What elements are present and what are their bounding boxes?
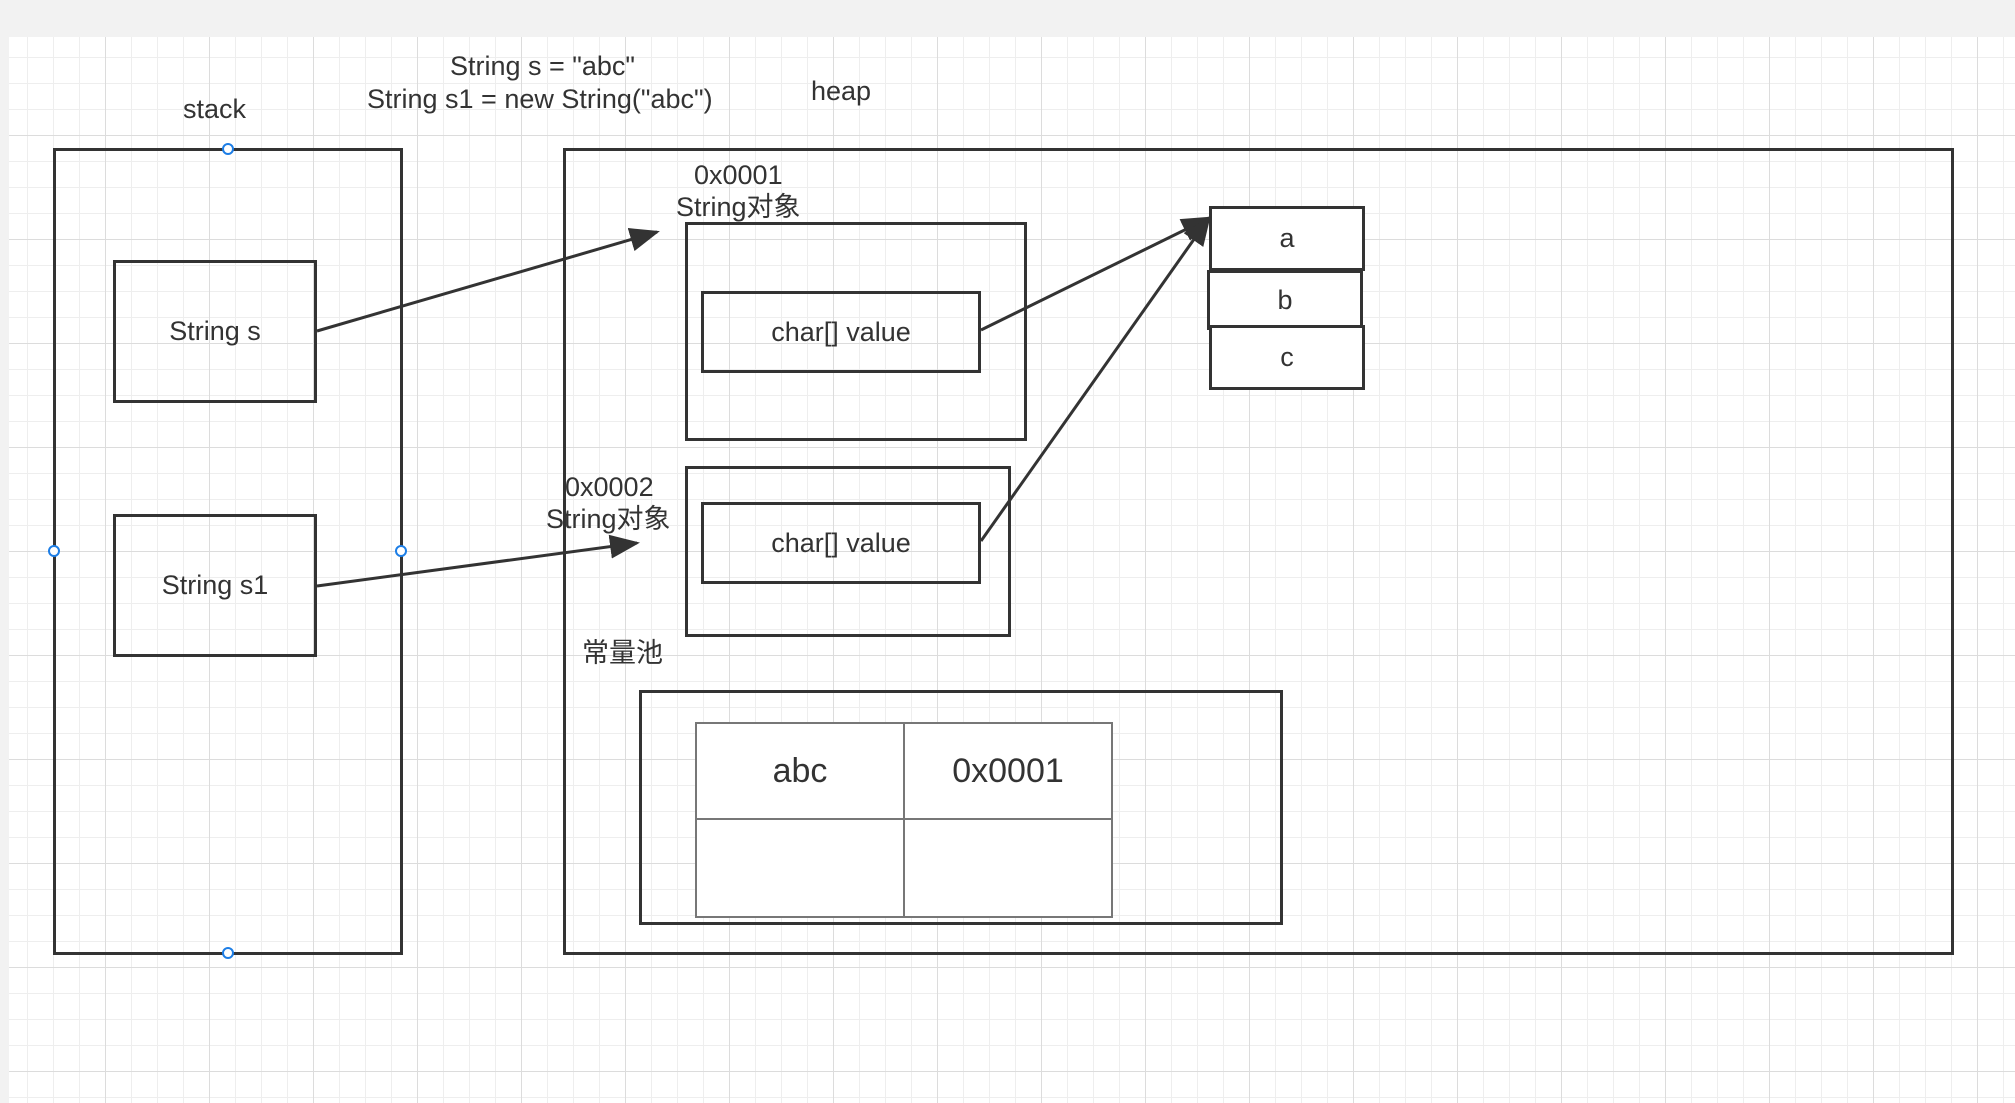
table-cell: [695, 818, 905, 918]
selection-handle-right[interactable]: [395, 545, 407, 557]
stack-title: stack: [183, 94, 247, 124]
table-row: abc 0x0001: [695, 722, 1113, 820]
char-cell-a[interactable]: a: [1209, 206, 1365, 271]
heap-object-1-field[interactable]: char[] value: [701, 291, 981, 373]
heap-object-1-address: 0x0001: [694, 160, 783, 190]
constant-pool-title: 常量池: [582, 638, 663, 668]
code-line-2: String s1 = new String("abc"): [367, 84, 713, 114]
diagram-canvas[interactable]: [9, 37, 2015, 1103]
table-cell: abc: [695, 722, 905, 820]
table-cell: [903, 818, 1113, 918]
stack-var-s-label: String s: [169, 316, 261, 346]
char-cell-b-label: b: [1277, 284, 1293, 315]
selection-handle-left[interactable]: [48, 545, 60, 557]
heap-object-2-type: String对象: [546, 504, 671, 534]
code-line-1: String s = "abc": [450, 51, 636, 81]
stack-var-s1[interactable]: String s1: [113, 514, 317, 657]
heap-object-1-type: String对象: [676, 192, 801, 222]
constant-pool-frame[interactable]: [639, 690, 1283, 925]
selection-handle-bottom[interactable]: [222, 947, 234, 959]
heap-object-2-address: 0x0002: [565, 472, 654, 502]
table-row: [695, 818, 1113, 918]
selection-handle-top[interactable]: [222, 143, 234, 155]
stack-var-s[interactable]: String s: [113, 260, 317, 403]
table-cell: 0x0001: [903, 722, 1113, 820]
heap-object-2-field-label: char[] value: [771, 527, 911, 558]
char-cell-b[interactable]: b: [1207, 270, 1363, 330]
heap-object-2-field[interactable]: char[] value: [701, 502, 981, 584]
heap-object-1-field-label: char[] value: [771, 316, 911, 347]
constant-pool-table: abc 0x0001: [695, 722, 1113, 918]
heap-title: heap: [811, 76, 872, 106]
heap-object-2[interactable]: [685, 466, 1011, 637]
stack-var-s1-label: String s1: [161, 570, 269, 600]
char-cell-c[interactable]: c: [1209, 325, 1365, 390]
char-cell-c-label: c: [1280, 342, 1294, 372]
char-cell-a-label: a: [1279, 223, 1295, 253]
